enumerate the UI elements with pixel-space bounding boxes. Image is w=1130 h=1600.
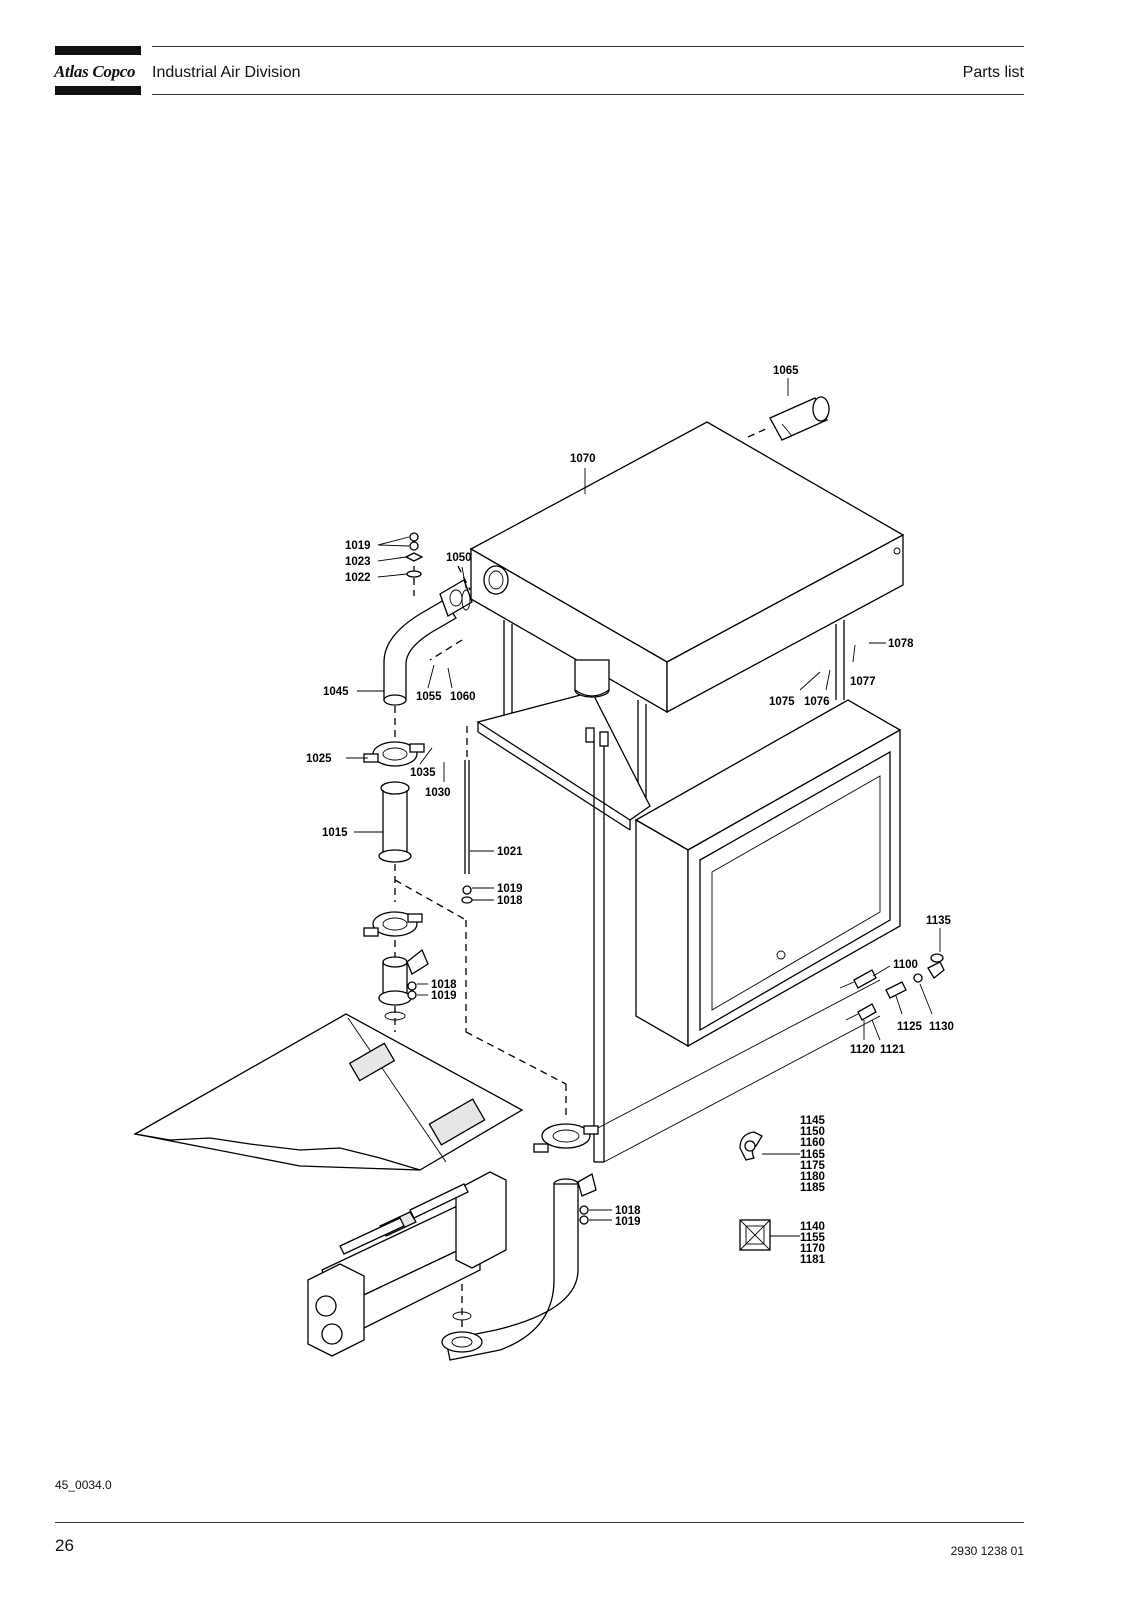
callout-1130: 1130 xyxy=(929,1021,954,1033)
callout-1170: 1170 xyxy=(800,1243,825,1255)
cooler-housing xyxy=(133,1013,524,1171)
callout-1120: 1120 xyxy=(850,1044,875,1056)
lower-cabinet xyxy=(634,699,902,1048)
cooler-unit xyxy=(307,1171,507,1357)
callout-1121: 1121 xyxy=(880,1044,906,1056)
page-number: 26 xyxy=(55,1536,74,1555)
callout-1045: 1045 xyxy=(323,686,349,698)
callout-1021: 1021 xyxy=(497,846,523,858)
callout-1015: 1015 xyxy=(322,827,348,839)
callout-1019: 1019 xyxy=(345,540,371,552)
callout-1180: 1180 xyxy=(800,1171,825,1183)
callout-1035: 1035 xyxy=(410,767,436,779)
callout-1030: 1030 xyxy=(425,787,451,799)
callout-1078: 1078 xyxy=(888,638,914,650)
clip-part xyxy=(739,1131,763,1161)
pipe-1065 xyxy=(747,396,830,441)
brand-logo: Atlas Copco xyxy=(54,62,136,81)
callout-1025: 1025 xyxy=(306,753,332,765)
elbow-pipe-1045 xyxy=(383,542,473,706)
hardware-stack-top xyxy=(404,532,424,578)
top-cabinet xyxy=(469,421,905,714)
division-title: Industrial Air Division xyxy=(152,64,301,81)
callout-1100: 1100 xyxy=(893,959,918,971)
callout-1175: 1175 xyxy=(800,1160,826,1172)
callout-1160: 1160 xyxy=(800,1137,825,1149)
callout-1019-rod: 1019 xyxy=(497,883,523,895)
callout-1140: 1140 xyxy=(800,1221,825,1233)
tube-1015 xyxy=(378,781,412,902)
callout-1181: 1181 xyxy=(800,1254,826,1266)
callout-1019-pipe: 1019 xyxy=(615,1216,641,1228)
clamp-lower xyxy=(363,879,567,1120)
callout-1065: 1065 xyxy=(773,365,799,377)
clamp-1025 xyxy=(363,706,425,767)
header-rule-top xyxy=(152,46,1024,47)
callout-1125: 1125 xyxy=(897,1021,923,1033)
callout-1150: 1150 xyxy=(800,1126,825,1138)
callout-1018-tube: 1018 xyxy=(431,979,457,991)
callout-1075: 1075 xyxy=(769,696,795,708)
callout-1050: 1050 xyxy=(446,552,472,564)
frame-posts xyxy=(476,620,881,1163)
header-rule-bottom xyxy=(152,94,1024,95)
callout-1023: 1023 xyxy=(345,556,371,568)
callout-1135: 1135 xyxy=(926,915,952,927)
callout-1076: 1076 xyxy=(804,696,830,708)
leader-lines xyxy=(346,378,941,1237)
logo-bar-bottom xyxy=(55,86,141,95)
callout-1155: 1155 xyxy=(800,1232,826,1244)
callout-1145: 1145 xyxy=(800,1115,826,1127)
grommet-part xyxy=(739,1219,771,1251)
callout-1019-tube: 1019 xyxy=(431,990,457,1002)
callout-1055: 1055 xyxy=(416,691,442,703)
callout-1018-rod: 1018 xyxy=(497,895,523,907)
callout-1165: 1165 xyxy=(800,1149,826,1161)
callout-1070: 1070 xyxy=(570,453,596,465)
callout-1060: 1060 xyxy=(450,691,476,703)
callout-1022: 1022 xyxy=(345,572,371,584)
callout-1185: 1185 xyxy=(800,1182,826,1194)
bottom-pipe xyxy=(441,1123,599,1361)
callout-labels: 1065 1070 1019 1023 1022 1050 1078 1077 … xyxy=(306,365,954,1266)
logo-bar-top xyxy=(55,46,141,55)
callout-1077: 1077 xyxy=(850,676,876,688)
rod-1021 xyxy=(461,726,473,904)
fittings-right xyxy=(839,953,945,1021)
callout-1018-pipe: 1018 xyxy=(615,1205,641,1217)
section-title: Parts list xyxy=(962,64,1024,81)
footer-rule xyxy=(55,1522,1024,1523)
figure-id: 45_0034.0 xyxy=(55,1478,112,1492)
document-number: 2930 1238 01 xyxy=(950,1544,1024,1558)
